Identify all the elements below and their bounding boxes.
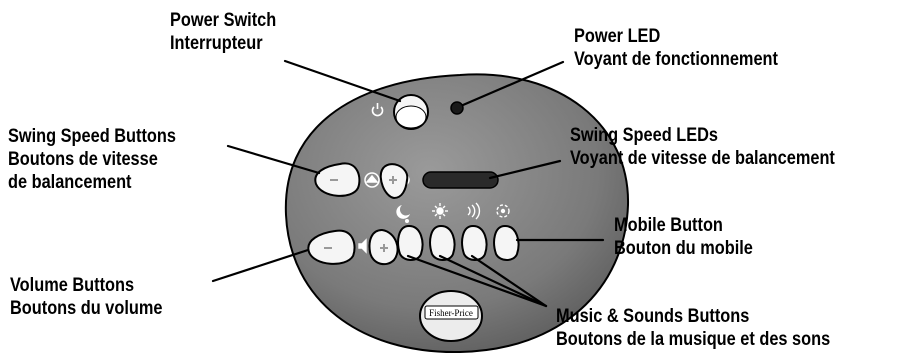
leader-volume-buttons	[213, 250, 308, 281]
volume-up-button[interactable]	[370, 230, 398, 264]
music-button-lullaby[interactable]	[398, 226, 422, 260]
fisher-price-logo: Fisher-Price	[420, 291, 482, 341]
leader-power-switch	[285, 61, 400, 101]
power-led	[451, 102, 463, 114]
music-button-sun[interactable]	[430, 226, 454, 260]
label-music-sounds-buttons: Music & Sounds Buttons Boutons de la mus…	[556, 305, 830, 351]
label-power-switch: Power Switch Interrupteur	[170, 9, 276, 55]
label-swing-speed-leds: Swing Speed LEDs Voyant de vitesse de ba…	[570, 124, 835, 170]
label-swing-speed-buttons: Swing Speed Buttons Boutons de vitesse d…	[8, 125, 176, 194]
label-volume-buttons: Volume Buttons Boutons du volume	[10, 274, 163, 320]
music-button-sounds[interactable]	[462, 226, 486, 260]
logo-text: Fisher-Price	[429, 308, 473, 318]
label-power-led: Power LED Voyant de fonctionnement	[574, 25, 778, 71]
label-mobile-button: Mobile Button Bouton du mobile	[614, 214, 753, 260]
mobile-button[interactable]	[494, 226, 518, 260]
swing-speed-leds	[423, 172, 498, 188]
